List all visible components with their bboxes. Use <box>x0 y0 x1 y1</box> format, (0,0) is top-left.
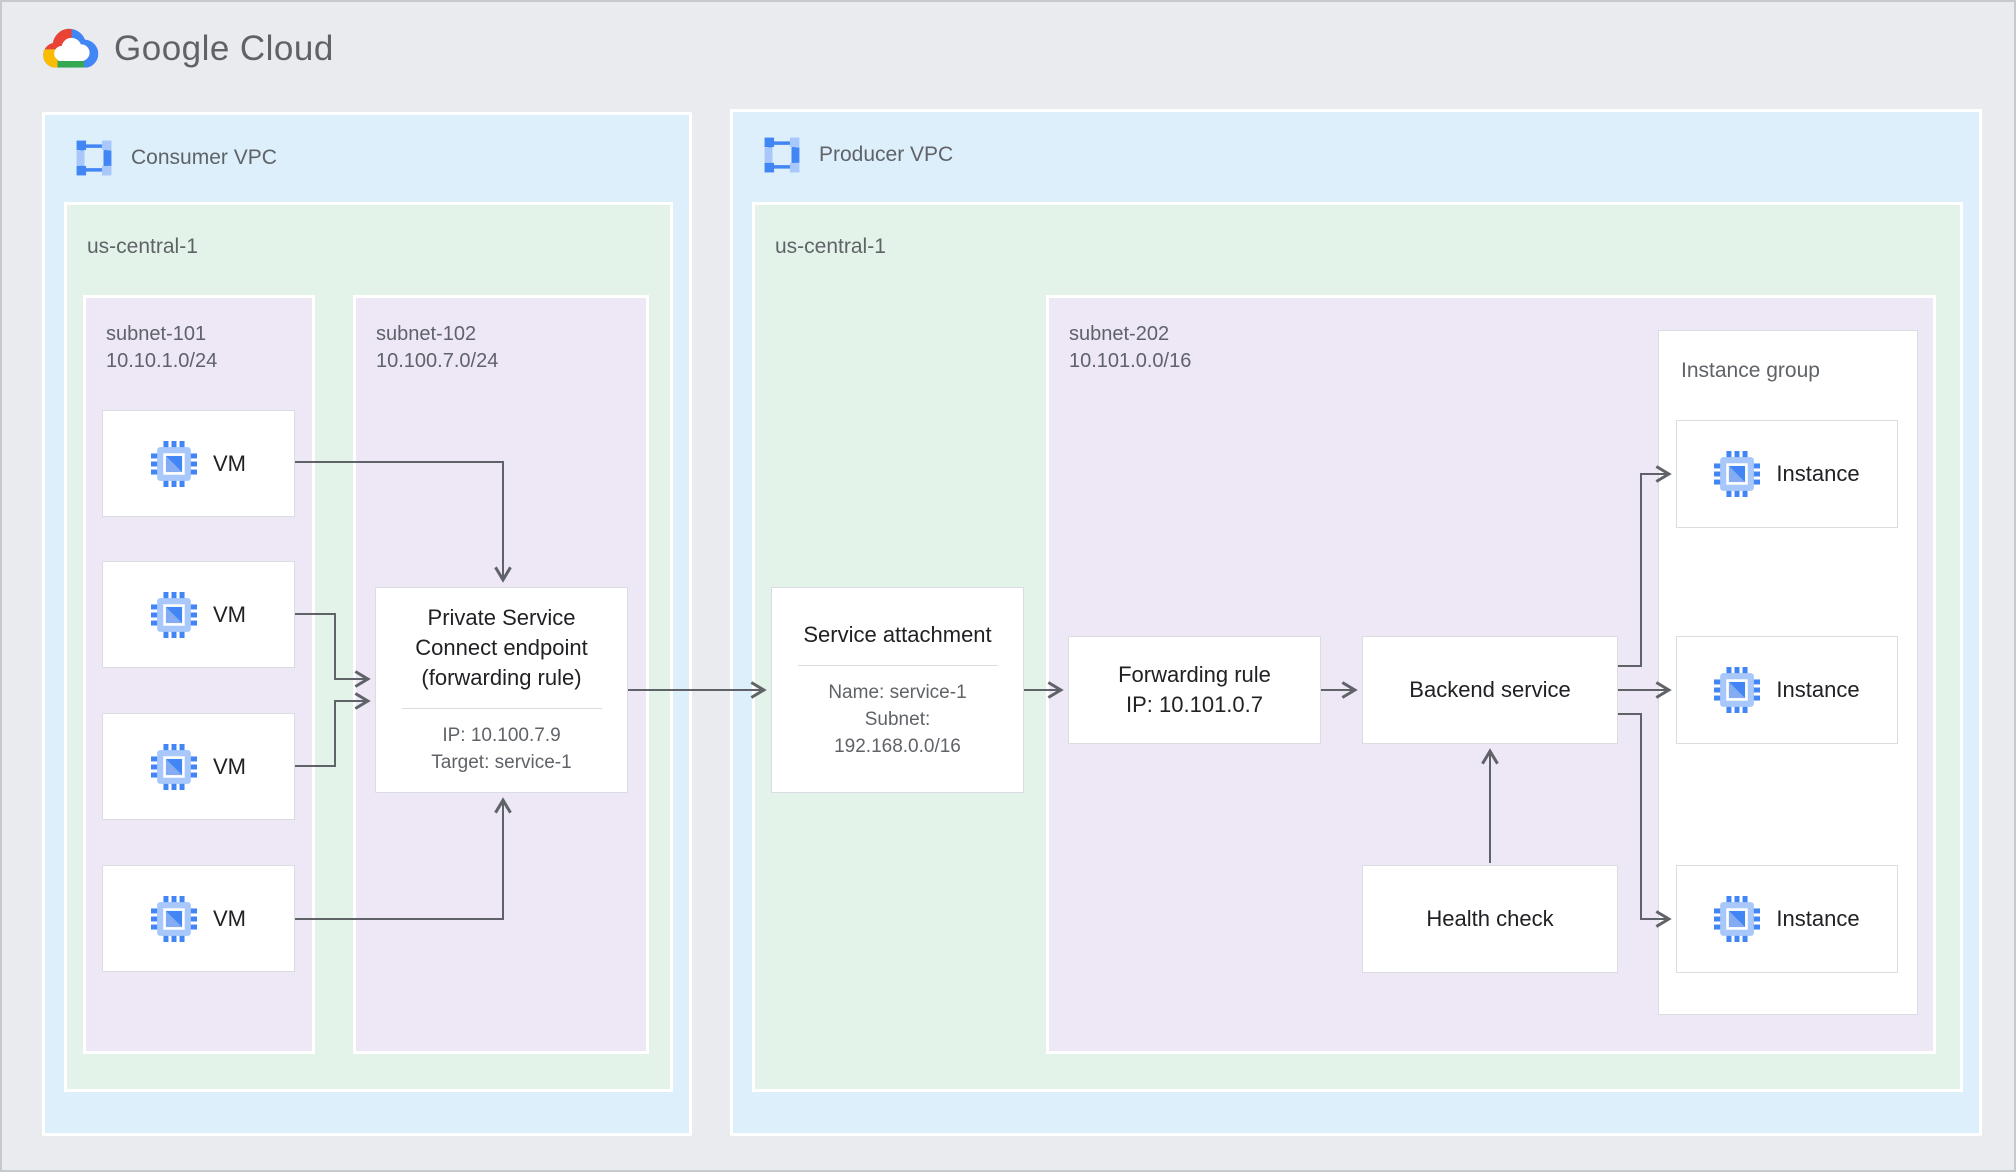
subnet-202-cidr: 10.101.0.0/16 <box>1069 350 1192 372</box>
vm-node-1: VM <box>102 410 295 517</box>
health-check-title: Health check <box>1426 906 1554 932</box>
producer-vpc-label: Producer VPC <box>819 143 954 166</box>
producer-vpc-header: Producer VPC <box>763 136 953 174</box>
psc-endpoint-title: Private Service Connect endpoint (forwar… <box>415 605 588 690</box>
service-attachment-subnet-label: Subnet: <box>864 709 931 731</box>
compute-engine-icon <box>151 895 197 942</box>
vpc-network-icon <box>763 136 801 174</box>
compute-engine-icon <box>151 440 197 487</box>
divider <box>401 708 602 710</box>
psc-endpoint-ip: IP: 10.100.7.9 <box>442 725 561 747</box>
subnet-101-label: subnet-101 10.10.1.0/24 <box>106 321 217 375</box>
compute-engine-icon <box>1714 667 1761 713</box>
google-cloud-icon <box>40 24 100 73</box>
instance-node-3: Instance <box>1676 865 1898 973</box>
instance-label: Instance <box>1776 906 1860 931</box>
compute-engine-icon <box>151 591 197 638</box>
vm-node-3: VM <box>102 713 295 820</box>
logo-google-text: Google <box>114 28 230 68</box>
consumer-region-label: us-central-1 <box>87 235 198 258</box>
instance-node-1: Instance <box>1676 420 1898 528</box>
vpc-network-icon <box>75 139 113 177</box>
consumer-vpc-label: Consumer VPC <box>131 146 277 169</box>
consumer-vpc-header: Consumer VPC <box>75 139 277 177</box>
instance-label: Instance <box>1776 461 1860 486</box>
google-cloud-wordmark: Google Cloud <box>114 29 334 69</box>
subnet-102-name: subnet-102 <box>376 323 477 345</box>
compute-engine-icon <box>151 743 197 790</box>
backend-service-node: Backend service <box>1362 636 1618 744</box>
service-attachment-subnet-cidr: 192.168.0.0/16 <box>834 735 961 757</box>
producer-region-label: us-central-1 <box>775 235 886 258</box>
vm-label: VM <box>213 601 246 627</box>
vm-label: VM <box>213 753 246 779</box>
instance-label: Instance <box>1776 677 1860 702</box>
service-attachment-name: Name: service-1 <box>828 682 967 704</box>
subnet-102-label: subnet-102 10.100.7.0/24 <box>376 321 498 375</box>
compute-engine-icon <box>1714 896 1761 942</box>
vm-label: VM <box>213 450 246 476</box>
google-cloud-logo: Google Cloud <box>40 24 334 73</box>
service-attachment-title: Service attachment <box>803 621 992 647</box>
health-check-node: Health check <box>1362 865 1618 973</box>
subnet-202-name: subnet-202 <box>1069 323 1170 345</box>
forwarding-rule-title: Forwarding rule <box>1118 662 1271 688</box>
vm-node-2: VM <box>102 561 295 668</box>
subnet-202-label: subnet-202 10.101.0.0/16 <box>1069 321 1191 375</box>
psc-endpoint-target: Target: service-1 <box>431 752 572 774</box>
forwarding-rule-ip: IP: 10.101.0.7 <box>1126 692 1263 717</box>
compute-engine-icon <box>1714 451 1761 497</box>
instance-group-label: Instance group <box>1681 359 1820 382</box>
subnet-101-name: subnet-101 <box>106 323 207 345</box>
divider <box>797 665 998 667</box>
subnet-102-cidr: 10.100.7.0/24 <box>376 350 499 372</box>
service-attachment-node: Service attachment Name: service-1 Subne… <box>771 587 1024 793</box>
forwarding-rule-node: Forwarding rule IP: 10.101.0.7 <box>1068 636 1321 744</box>
vm-node-4: VM <box>102 865 295 972</box>
psc-endpoint-node: Private Service Connect endpoint (forwar… <box>375 587 628 793</box>
vm-label: VM <box>213 905 246 931</box>
subnet-101-cidr: 10.10.1.0/24 <box>106 350 218 372</box>
logo-cloud-text: Cloud <box>239 28 334 68</box>
backend-service-title: Backend service <box>1409 677 1571 703</box>
instance-node-2: Instance <box>1676 636 1898 744</box>
